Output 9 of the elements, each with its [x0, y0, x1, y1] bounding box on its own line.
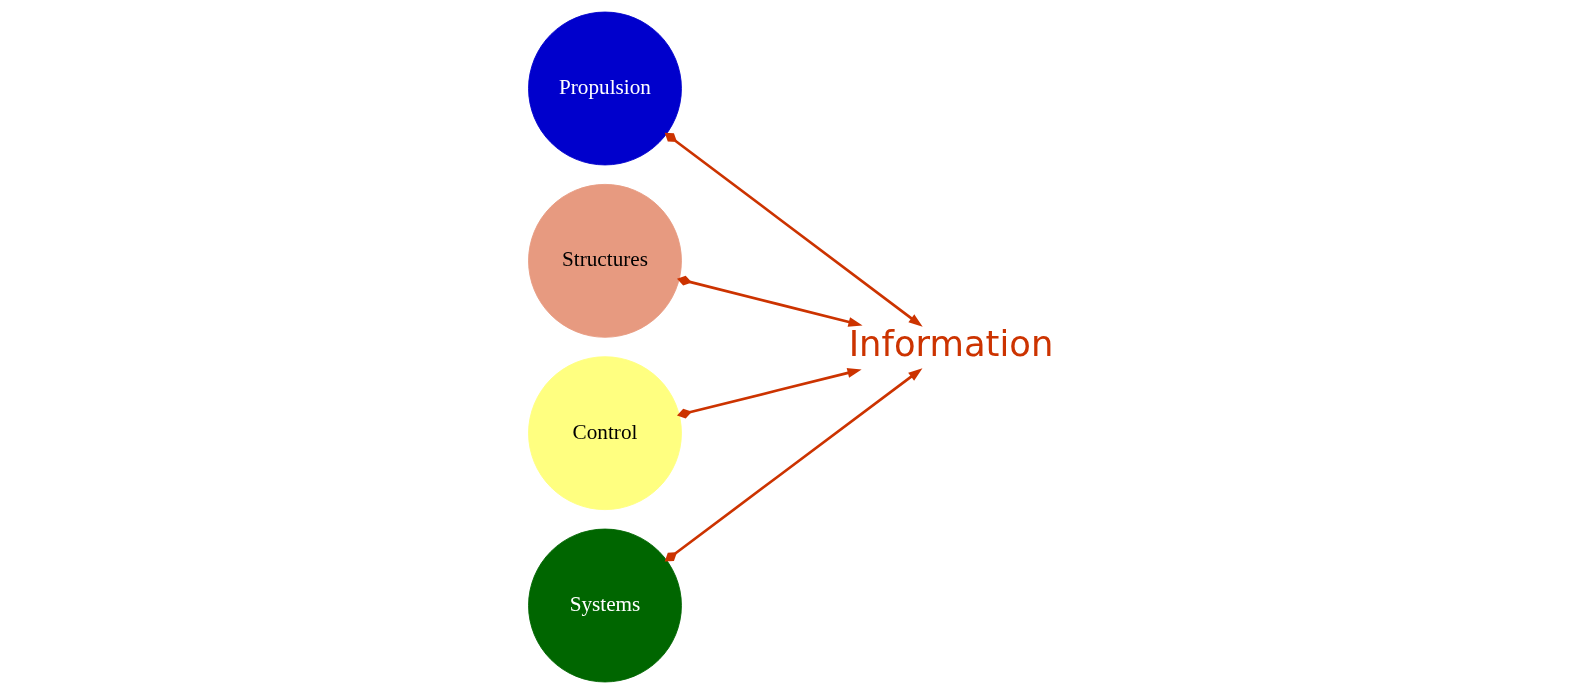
arrow	[664, 132, 923, 327]
node-circle: Systems	[527, 528, 682, 683]
arrow	[676, 275, 863, 327]
arrow	[664, 368, 922, 562]
arrow	[676, 368, 862, 419]
node-text: Information	[848, 323, 1053, 365]
node-circle: Structures	[527, 183, 682, 338]
node-circle: Control	[527, 356, 682, 511]
node-circle: Propulsion	[527, 11, 682, 166]
